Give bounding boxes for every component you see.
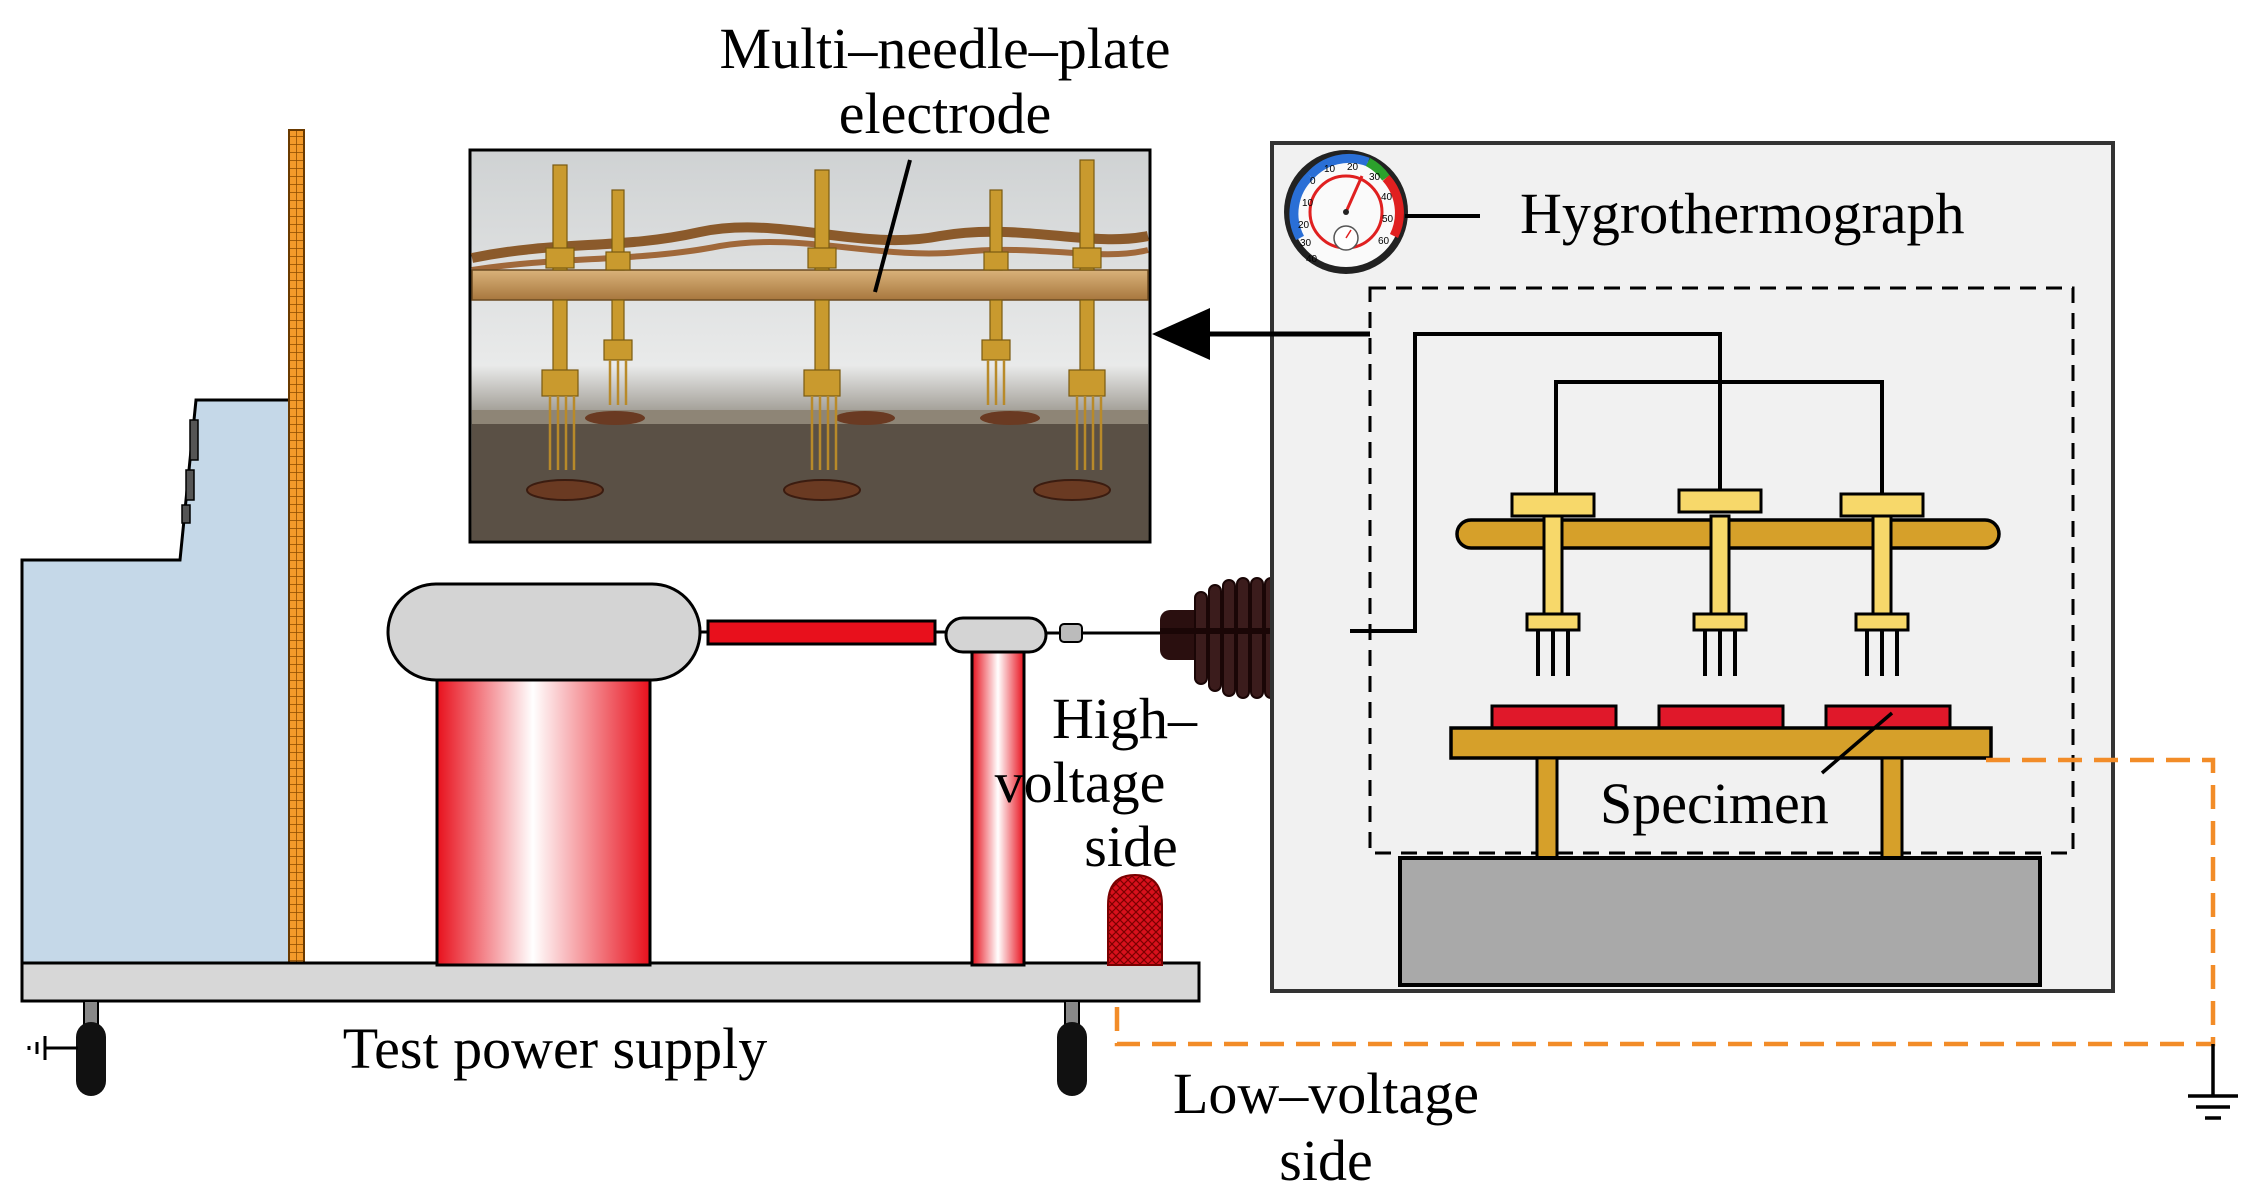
svg-text:30: 30 [1300, 238, 1312, 249]
transformer-body [435, 658, 652, 967]
cart-wheel-left [76, 1000, 106, 1096]
hv-lead [1350, 332, 1722, 633]
plate-leg-left [1535, 756, 1559, 860]
needle-assembly-3 [1839, 492, 1925, 676]
low-voltage-label-line1: Low‒voltage [1173, 1061, 1479, 1126]
electrode-label-line1: Multi‒needle‒plate [720, 16, 1171, 81]
protective-resistor [706, 619, 937, 646]
ground-plate [1449, 726, 1993, 760]
svg-text:30: 30 [1369, 172, 1381, 183]
electrode-label-line2: electrode [839, 81, 1052, 146]
svg-text:40: 40 [1306, 254, 1318, 265]
low-voltage-label-line2: side [1279, 1128, 1372, 1193]
test-power-supply-label: Test power supply [343, 1016, 767, 1081]
specimen-2 [1657, 704, 1785, 730]
transformer-top-electrode [386, 582, 702, 682]
electrode-photo [468, 148, 1152, 544]
svg-text:0: 0 [1310, 176, 1316, 187]
warning-lamp [1107, 873, 1163, 966]
high-voltage-label-line3: side [1084, 814, 1177, 879]
hv-branch-wire [1554, 380, 1884, 497]
svg-text:40: 40 [1381, 192, 1393, 203]
magnify-arrow [1152, 308, 1370, 360]
electrode-pointer [873, 159, 912, 293]
output-terminal [1046, 623, 1170, 643]
hygrothermograph-label: Hygrothermograph [1520, 181, 1965, 246]
high-voltage-label-line1: High‒ [1052, 686, 1198, 751]
base-block [1398, 856, 2042, 987]
inner-dashed-enclosure [1368, 286, 2075, 855]
needle-assembly-1 [1510, 492, 1596, 676]
specimen-1 [1490, 704, 1618, 730]
plate-leg-right [1880, 756, 1904, 860]
svg-text:20: 20 [1347, 162, 1359, 173]
svg-text:10: 10 [1302, 198, 1314, 209]
hygrothermograph-gauge-icon: 10 0 10 20 30 40 50 60 20 30 40 [1284, 150, 1408, 274]
svg-text:20: 20 [1298, 220, 1310, 231]
svg-text:50: 50 [1382, 214, 1394, 225]
svg-text:10: 10 [1324, 164, 1336, 175]
cart-wheel-right [1057, 1000, 1087, 1096]
voltage-divider-top [944, 616, 1048, 654]
specimen-pointer [1820, 711, 1894, 775]
grounding-pole [288, 129, 305, 966]
specimen-label: Specimen [1600, 771, 1829, 836]
high-voltage-label-line2: voltage [995, 750, 1166, 815]
needle-assembly-2 [1677, 488, 1763, 676]
control-cabinet [20, 398, 302, 967]
svg-text:60: 60 [1378, 236, 1390, 247]
ground-icon-right [2188, 1044, 2238, 1120]
ground-icon-left [27, 1036, 78, 1060]
test-chamber [1270, 141, 2115, 993]
test-cart-platform [20, 961, 1201, 1003]
